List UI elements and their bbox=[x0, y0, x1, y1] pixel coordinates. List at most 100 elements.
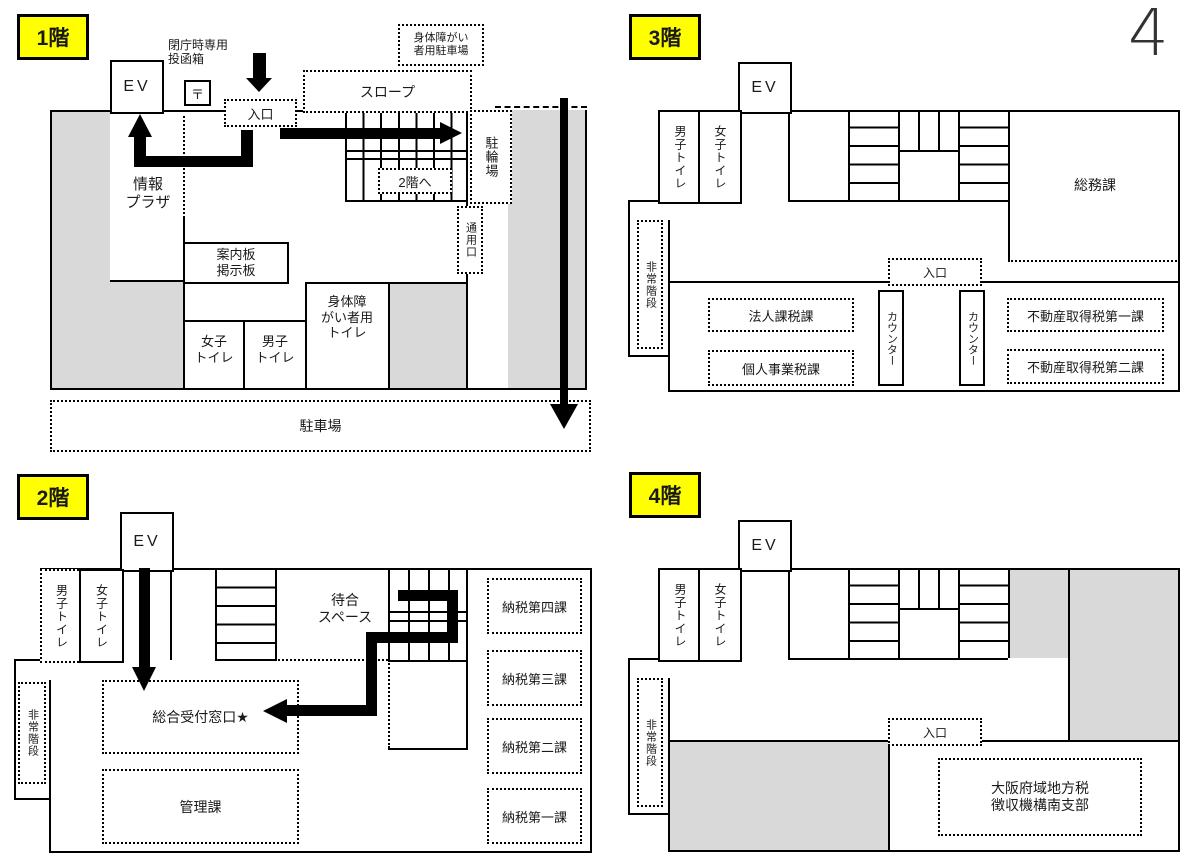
f4-stairs-div2 bbox=[958, 568, 960, 658]
f4-tax-collection-branch: 大阪府域地方税 徴収機構南支部 bbox=[938, 758, 1142, 836]
page-number: 4 bbox=[1128, 0, 1169, 71]
f1-mailbox-note: 閉庁時専用 投函箱 bbox=[168, 38, 229, 67]
f3-stairs-left-edge bbox=[848, 110, 850, 200]
f1-elevator: EV bbox=[110, 60, 164, 114]
f3-mens-toilet: 男子トイレ bbox=[658, 110, 702, 204]
f2-route-seg1 bbox=[398, 590, 458, 601]
f1-toilet-top-wall bbox=[183, 320, 307, 322]
f1-parking-lot: 駐車場 bbox=[50, 400, 591, 452]
f2-stairs-rail2 bbox=[388, 620, 468, 622]
f3-emergency-stairs: 非常階段 bbox=[637, 220, 663, 349]
f1-to-2nd-floor: 2階へ bbox=[378, 168, 452, 194]
f4-stairs-left-edge bbox=[848, 568, 850, 658]
floor-2-badge: 2階 bbox=[17, 474, 89, 520]
f1-gray-bottom-left bbox=[50, 280, 183, 388]
f2-stairs-rail1 bbox=[388, 611, 468, 613]
f4-stairs-div1 bbox=[898, 568, 900, 658]
f3-stairs-treads-right bbox=[960, 110, 1008, 200]
f4-stairs-right-edge bbox=[1008, 568, 1010, 658]
f1-info-plaza-divider-dotted bbox=[183, 116, 185, 218]
f1-wall-right bbox=[585, 110, 587, 388]
f4-mens-toilet: 男子トイレ bbox=[658, 568, 702, 662]
f2-management-division: 管理課 bbox=[102, 769, 299, 844]
f2-waiting-boundary-dotted bbox=[273, 659, 388, 661]
f1-guide-board: 案内板 掲示板 bbox=[183, 242, 289, 284]
f3-real-estate-tax-2: 不動産取得税第二課 bbox=[1007, 349, 1164, 384]
f3-elevator: EV bbox=[738, 62, 792, 114]
f4-wall-bottom bbox=[668, 850, 1180, 852]
f2-annex-left bbox=[14, 659, 16, 798]
f4-entrance: 入口 bbox=[888, 718, 982, 746]
f1-stairs-bottom bbox=[345, 200, 468, 202]
f3-individual-business-tax: 個人事業税課 bbox=[708, 350, 854, 386]
f1-gray-mid bbox=[388, 282, 468, 388]
f1-route-vertical-shaft bbox=[241, 130, 253, 167]
f2-stairs-bottom bbox=[388, 660, 468, 662]
f2-tax-payment-2: 納税第二課 bbox=[487, 718, 582, 774]
f2-mens-toilet: 男子トイレ bbox=[40, 569, 83, 663]
f1-route-horizontal-shaft bbox=[137, 156, 253, 167]
entrance-arrow-shaft-icon bbox=[253, 53, 266, 79]
f1-wall-bottom bbox=[50, 388, 587, 390]
f4-gray2-left-edge bbox=[1068, 568, 1070, 740]
f2-ev-arrow-head-icon bbox=[132, 667, 156, 691]
f4-annex-bottom bbox=[628, 813, 668, 815]
f2-womens-toilet: 女子トイレ bbox=[79, 569, 124, 663]
f2-wall-right bbox=[590, 568, 592, 853]
f4-gray3-right-edge bbox=[888, 740, 890, 850]
f2-route-seg3 bbox=[366, 632, 458, 643]
f3-stairs-div2 bbox=[958, 110, 960, 200]
f3-hall-left-wall bbox=[668, 220, 670, 392]
f1-street-arrow-shaft bbox=[560, 98, 568, 406]
f1-bicycle-parking: 駐輪場 bbox=[470, 110, 512, 204]
f2-route-seg5 bbox=[287, 705, 377, 716]
f2-tax-payment-3: 納税第三課 bbox=[487, 650, 582, 706]
f1-entrance: 入口 bbox=[224, 99, 297, 127]
f2-ev-arrow-shaft bbox=[139, 568, 150, 668]
f3-annex-left bbox=[628, 200, 630, 357]
f1-info-plaza-bottom bbox=[110, 280, 185, 282]
f2-wall-top bbox=[40, 568, 592, 570]
f2-stairwell-icon bbox=[215, 570, 277, 661]
f3-womens-toilet: 女子トイレ bbox=[698, 110, 742, 204]
f2-stairwell-right-wall bbox=[466, 568, 468, 748]
f3-corridor-wall-right bbox=[978, 281, 1180, 283]
f3-office-bottom-dotted bbox=[1008, 260, 1180, 262]
f1-street-arrow-head-icon bbox=[550, 404, 578, 429]
f3-stairs-landing bbox=[898, 150, 960, 152]
f1-stairs-rail2 bbox=[345, 158, 468, 160]
f3-ev-shaft-right bbox=[788, 110, 790, 200]
f4-gray-2 bbox=[1068, 568, 1180, 740]
f2-annex-bottom bbox=[14, 798, 51, 800]
f2-emergency-stairs: 非常階段 bbox=[18, 682, 46, 784]
f1-toilet-divider bbox=[243, 320, 245, 388]
f2-route-arrow-head-icon bbox=[263, 699, 287, 723]
f3-wall-mid-right bbox=[788, 200, 1008, 202]
f4-corridor-wall-left bbox=[668, 740, 888, 742]
f1-accessible-toilet-label: 身体障 がい者用 トイレ bbox=[320, 294, 373, 341]
f2-route-seg2 bbox=[447, 590, 458, 643]
f1-service-entrance: 通用口 bbox=[457, 206, 483, 274]
f2-stairwell-bottom-wall bbox=[388, 748, 468, 750]
f2-wall-bottom bbox=[49, 851, 592, 853]
f3-general-affairs-label: 総務課 bbox=[1074, 177, 1116, 193]
f2-elevator: EV bbox=[120, 512, 174, 572]
f4-stairs-mid1 bbox=[918, 568, 920, 608]
f4-elevator: EV bbox=[738, 520, 792, 572]
f1-gray-right bbox=[508, 110, 587, 388]
floor-4-badge: 4階 bbox=[629, 472, 701, 518]
f4-stairs-mid2 bbox=[938, 568, 940, 608]
floor-1-badge: 1階 bbox=[17, 14, 89, 60]
f1-info-plaza-label: 情報 プラザ bbox=[125, 176, 171, 211]
f1-route-right-shaft bbox=[280, 128, 440, 139]
f3-real-estate-tax-1: 不動産取得税第一課 bbox=[1007, 298, 1164, 332]
f1-edge-dashes bbox=[495, 106, 587, 108]
f2-tax-payment-4: 納税第四課 bbox=[487, 578, 582, 634]
f3-corridor-wall-left bbox=[668, 281, 888, 283]
f1-accessible-toilet-top bbox=[305, 282, 468, 284]
f4-wall-right bbox=[1178, 568, 1180, 850]
f3-entrance: 入口 bbox=[888, 258, 982, 286]
f3-wall-bottom bbox=[668, 390, 1180, 392]
f3-office-left-wall bbox=[1008, 110, 1010, 262]
